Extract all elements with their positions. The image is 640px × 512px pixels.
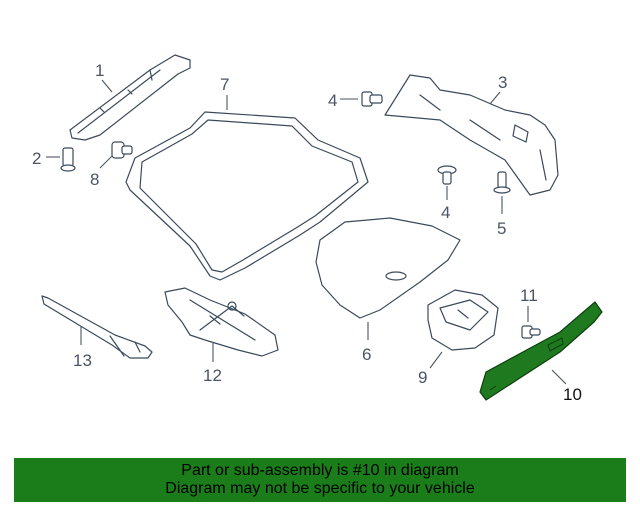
banner-line-2: Diagram may not be specific to your vehi…	[165, 480, 475, 497]
parts-diagram: 1 2 8 7 4 3 4 5	[32, 54, 603, 404]
callout-4-lower: 4	[441, 203, 450, 222]
part-2-clip	[60, 147, 76, 172]
part-11-bolt	[521, 325, 541, 339]
callout-5: 5	[497, 219, 506, 238]
part-12-jack	[164, 287, 279, 357]
callout-1: 1	[95, 61, 104, 80]
part-7-trunk-mat	[125, 111, 369, 281]
callout-13: 13	[73, 351, 92, 370]
part-5-bolt	[493, 171, 511, 194]
part-3-side-bracket	[384, 74, 559, 196]
callout-3: 3	[498, 73, 507, 92]
leader-3	[489, 91, 501, 105]
leader-10	[551, 369, 567, 385]
info-banner: Part or sub-assembly is #10 in diagram D…	[14, 458, 626, 502]
callout-11: 11	[520, 286, 538, 305]
part-6-tire-cover	[315, 217, 461, 319]
callout-7: 7	[220, 75, 229, 94]
callout-6: 6	[362, 345, 371, 364]
callout-10: 10	[563, 385, 582, 404]
callout-8: 8	[90, 170, 99, 189]
part-13-jack-handle	[41, 295, 153, 359]
callout-4-top: 4	[328, 91, 337, 110]
leader-8	[99, 155, 113, 169]
part-4-bolt-lower	[437, 165, 457, 185]
part-4-bolt-top	[361, 91, 383, 107]
callout-2: 2	[32, 149, 41, 168]
callout-9: 9	[418, 368, 427, 387]
banner-line-1: Part or sub-assembly is #10 in diagram	[181, 462, 459, 479]
callout-12: 12	[203, 366, 222, 385]
part-9-tire-holder	[427, 289, 499, 351]
part-10-trim-highlighted	[479, 301, 603, 401]
part-8-clip	[111, 141, 133, 159]
leader-1	[101, 79, 113, 93]
part-1-bracket	[69, 54, 191, 141]
leader-9	[429, 351, 443, 369]
